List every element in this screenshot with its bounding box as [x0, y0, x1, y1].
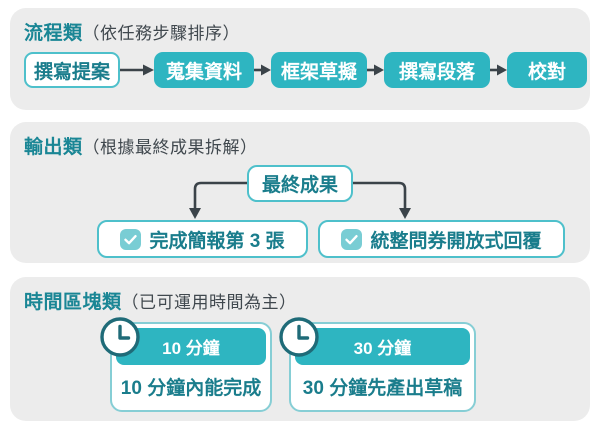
check-icon [120, 228, 142, 250]
output-item-label: 完成簡報第 3 張 [149, 230, 285, 252]
section-output: 輸出類 （根據最終成果拆解） 最終成果 完成簡報第 3 張 [10, 122, 590, 263]
flow-step-3: 框架草擬 [271, 52, 367, 88]
arrow-right-icon [120, 64, 154, 76]
time-card-header: 10 分鐘 [116, 328, 266, 365]
section-output-title: 輸出類 （根據最終成果拆解） [24, 132, 576, 158]
output-item-label: 統整問券開放式回覆 [370, 230, 542, 252]
clock-icon [100, 317, 140, 357]
section-subtitle: （根據最終成果拆解） [82, 138, 258, 157]
time-card-body: 30 分鐘先產出草稿 [302, 378, 463, 399]
output-item-2: 統整問券開放式回覆 [318, 220, 565, 258]
output-branch: 最終成果 完成簡報第 3 張 統整問券開放式回覆 [24, 158, 576, 261]
arrow-right-icon [254, 64, 271, 76]
flow-step-1: 撰寫提案 [24, 52, 120, 88]
section-title: 時間區塊類 [24, 292, 122, 313]
clock-icon [279, 317, 319, 357]
process-flow: 撰寫提案 蒐集資料 框架草擬 撰寫段落 校對 [24, 52, 587, 88]
output-item-1: 完成簡報第 3 張 [97, 220, 308, 258]
section-title: 輸出類 [24, 137, 83, 158]
section-timeblock-title: 時間區塊類 （已可運用時間為主） [24, 287, 576, 313]
branch-arrows-icon [189, 181, 411, 219]
time-cards: 10 分鐘 10 分鐘內能完成 30 分鐘 30 分鐘先產出草稿 [100, 317, 576, 412]
flow-step-4: 撰寫段落 [384, 52, 490, 88]
check-icon [341, 228, 363, 250]
section-process: 流程類 （依任務步驟排序） 撰寫提案 蒐集資料 框架草擬 撰寫段落 [10, 8, 590, 110]
section-title: 流程類 [24, 23, 83, 44]
arrow-right-icon [367, 64, 384, 76]
time-card-header: 30 分鐘 [295, 328, 470, 365]
flow-step-2: 蒐集資料 [154, 52, 254, 88]
flow-step-5: 校對 [507, 52, 587, 88]
time-card-10min: 10 分鐘 10 分鐘內能完成 [100, 317, 272, 412]
section-subtitle: （依任務步驟排序） [82, 24, 241, 43]
section-timeblock: 時間區塊類 （已可運用時間為主） 10 分鐘 10 分鐘內能完成 30 分鐘 3… [10, 277, 590, 421]
section-process-title: 流程類 （依任務步驟排序） [24, 18, 576, 44]
final-result-node: 最終成果 [247, 165, 353, 202]
section-subtitle: （已可運用時間為主） [121, 293, 297, 312]
arrow-right-icon [490, 64, 507, 76]
time-card-body: 10 分鐘內能完成 [120, 378, 262, 399]
time-card-30min: 30 分鐘 30 分鐘先產出草稿 [279, 317, 476, 412]
